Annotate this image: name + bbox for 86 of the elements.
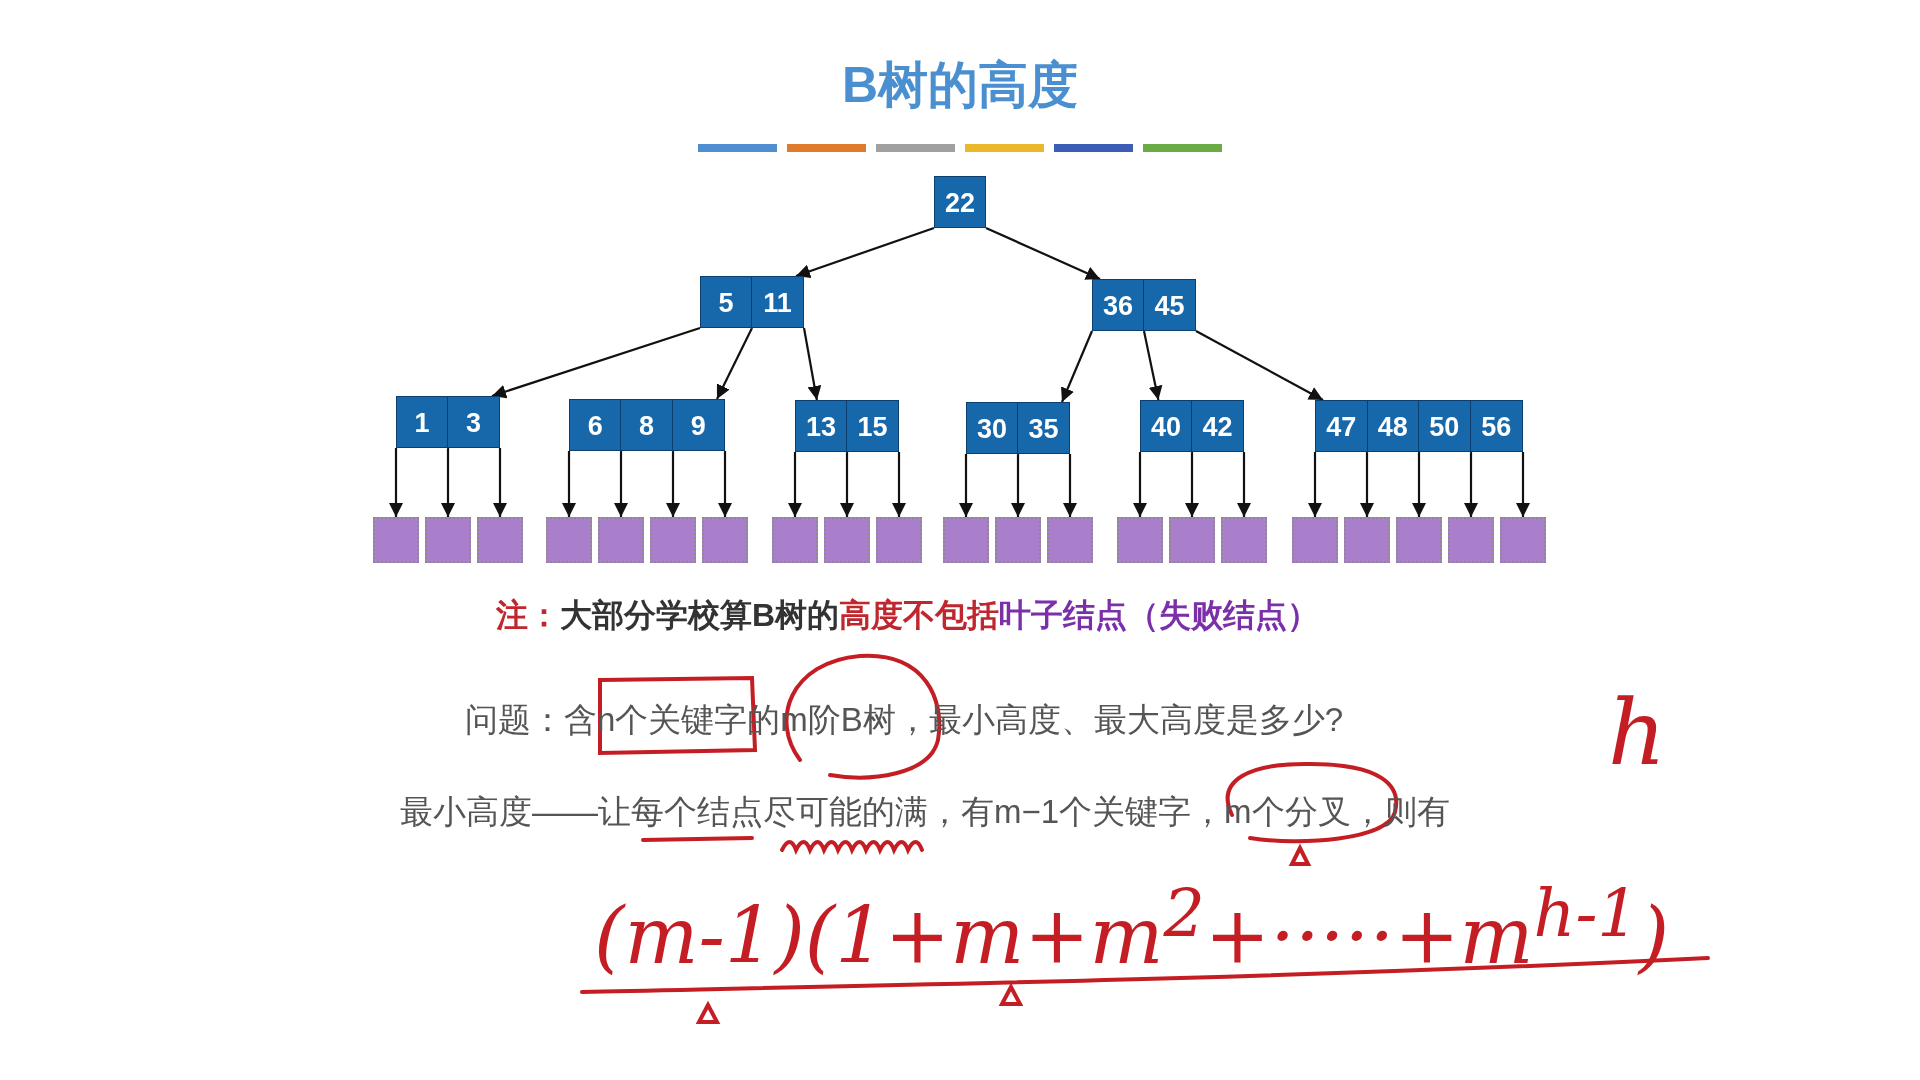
key-cell-text: 11 [762, 286, 793, 320]
arrow [1464, 452, 1478, 517]
key-cell-text: 3 [465, 406, 482, 440]
arrow [493, 448, 507, 517]
arrow [562, 451, 576, 517]
key-cell: 48 [1367, 401, 1419, 453]
note-text: 注： [496, 596, 560, 635]
b-tree-node [569, 399, 725, 451]
arrow [892, 452, 906, 517]
arrow [614, 451, 628, 517]
key-cell-text: 56 [1480, 410, 1513, 444]
arrow [1133, 452, 1147, 517]
failure-node [425, 517, 471, 563]
failure-node [477, 517, 523, 563]
arrow [959, 454, 973, 517]
b-tree-node [1140, 400, 1244, 452]
key-cell-text: 22 [943, 186, 976, 220]
failure-node [995, 517, 1041, 563]
key-cell: 8 [621, 400, 673, 452]
failure-node [772, 517, 818, 563]
arrow [1011, 454, 1025, 517]
arrow [1142, 330, 1163, 401]
failure-node [1500, 517, 1546, 563]
arrow [802, 327, 822, 401]
failure-node [824, 517, 870, 563]
arrow [788, 452, 802, 517]
failure-node [1344, 517, 1390, 563]
arrow [1063, 454, 1077, 517]
b-tree-node [795, 400, 899, 452]
b-tree-node [396, 396, 500, 448]
failure-node [1169, 517, 1215, 563]
arrow [1516, 452, 1530, 517]
failure-node [598, 517, 644, 563]
key-cell: 30 [967, 403, 1018, 455]
arrow [1237, 452, 1251, 517]
failure-node [1396, 517, 1442, 563]
note-text: 高度不包括 [839, 596, 1000, 635]
failure-node [1448, 517, 1494, 563]
arrow [1195, 330, 1324, 401]
arrow [389, 448, 403, 517]
failure-node [1292, 517, 1338, 563]
failure-node [373, 517, 419, 563]
failure-node [1221, 517, 1267, 563]
failure-node [650, 517, 696, 563]
b-tree-node [934, 176, 986, 228]
arrow [716, 327, 753, 400]
arrow [1308, 452, 1322, 517]
key-cell-text: 42 [1201, 410, 1234, 444]
key-cell: 50 [1419, 401, 1471, 453]
arrow [1061, 330, 1093, 403]
b-tree-node [966, 402, 1070, 454]
failure-node [546, 517, 592, 563]
key-cell-text: 15 [856, 410, 889, 444]
key-cell-text: 9 [689, 409, 707, 443]
arrow [718, 451, 732, 517]
failure-node [702, 517, 748, 563]
key-cell-text: 45 [1153, 289, 1186, 323]
key-cell: 13 [796, 401, 847, 453]
b-tree-node [700, 276, 804, 328]
arrow [1360, 452, 1374, 517]
arrow [840, 452, 854, 517]
arrow [795, 226, 935, 278]
arrow [1185, 452, 1199, 517]
arrow [985, 227, 1101, 280]
key-cell: 47 [1316, 401, 1368, 453]
failure-node [943, 517, 989, 563]
handwritten-text: h [1608, 680, 1666, 785]
failure-node [1117, 517, 1163, 563]
key-cell: 36 [1093, 280, 1144, 332]
key-cell-text: 35 [1027, 412, 1060, 446]
arrow [666, 451, 680, 517]
failure-node [1047, 517, 1093, 563]
title: B树的高度 [840, 56, 1080, 115]
key-cell: 5 [701, 277, 752, 329]
note-text: 大部分学校算B树的 [560, 596, 840, 635]
arrow [1412, 452, 1426, 517]
b-tree-node [1315, 400, 1523, 452]
note-text: 叶子结点（失败结点） [999, 596, 1320, 635]
key-cell: 6 [570, 400, 622, 452]
key-cell: 40 [1141, 401, 1192, 453]
arrow [491, 326, 701, 399]
key-cell: 1 [397, 397, 448, 449]
handwritten-formula: (m-1)(1+m+m$^{2}$+·····+m$^{h-1}$) [594, 876, 1670, 981]
failure-node [876, 517, 922, 563]
arrow [441, 448, 455, 517]
b-tree-node [1092, 279, 1196, 331]
